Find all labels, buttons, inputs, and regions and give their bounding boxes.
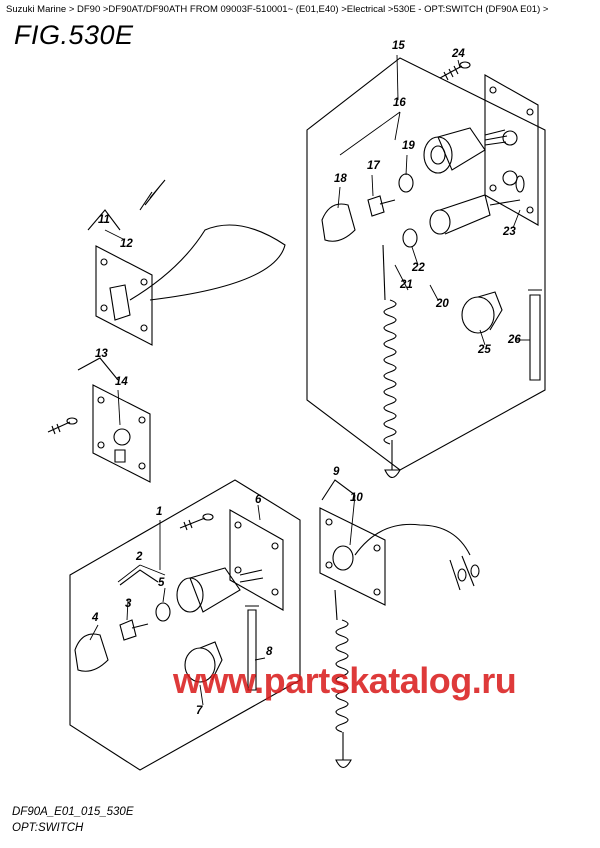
stop-switch-23 [429,175,525,235]
callout-24: 24 [452,48,465,60]
key-switch-19 [423,127,508,174]
nut-5 [155,602,171,622]
lanyard-coil-21 [382,244,401,479]
leader-lines [89,54,530,706]
callout-20: 20 [436,298,449,310]
figure-caption: OPT:SWITCH [12,822,84,834]
callout-6: 6 [255,494,262,506]
callout-16: 16 [393,97,406,109]
callout-21: 21 [400,279,413,291]
callout-12: 12 [120,238,133,250]
callout-14: 14 [115,376,128,388]
callout-2: 2 [136,551,143,563]
group-1-frame [69,479,301,771]
callout-1: 1 [156,506,163,518]
cap-4 [74,633,109,672]
callout-19: 19 [402,140,415,152]
nut-22 [402,228,418,248]
switch-7 [184,641,223,683]
callout-26: 26 [508,334,521,346]
plate-6 [229,509,284,611]
callout-22: 22 [412,262,425,274]
key-3 [119,619,149,641]
plate-14 [92,384,151,483]
switch-25 [461,291,503,334]
watermark: www.partskatalog.ru [173,660,517,701]
callout-11: 11 [98,214,110,226]
key-17 [367,195,396,217]
key-switch-5 [176,567,264,613]
callout-23: 23 [503,226,516,238]
screw-6 [179,513,214,531]
strap-8 [245,605,259,691]
screw-13 [47,417,78,435]
callout-5: 5 [158,577,165,589]
switch-plate-23 [484,74,539,226]
figure-title: FIG.530E [14,20,134,50]
nut-19 [398,173,414,193]
callout-4: 4 [92,612,99,624]
lanyard-coil-9 [334,589,352,769]
callout-17: 17 [367,160,380,172]
plate-12 [95,179,286,346]
drawing-code: DF90A_E01_015_530E [12,806,134,818]
plate-10 [319,507,480,606]
callout-9: 9 [333,466,340,478]
strap-26 [528,289,542,381]
callout-13: 13 [95,348,108,360]
callout-7: 7 [196,705,203,717]
callout-3: 3 [125,598,132,610]
callout-15: 15 [392,40,405,52]
cap-18 [321,203,356,242]
callout-25: 25 [478,344,491,356]
callout-8: 8 [266,646,273,658]
breadcrumb[interactable]: Suzuki Marine > DF90 >DF90AT/DF90ATH FRO… [6,4,549,15]
group-15-frame [306,57,546,471]
callout-10: 10 [350,492,363,504]
callout-18: 18 [334,173,347,185]
screw-24 [439,61,471,81]
